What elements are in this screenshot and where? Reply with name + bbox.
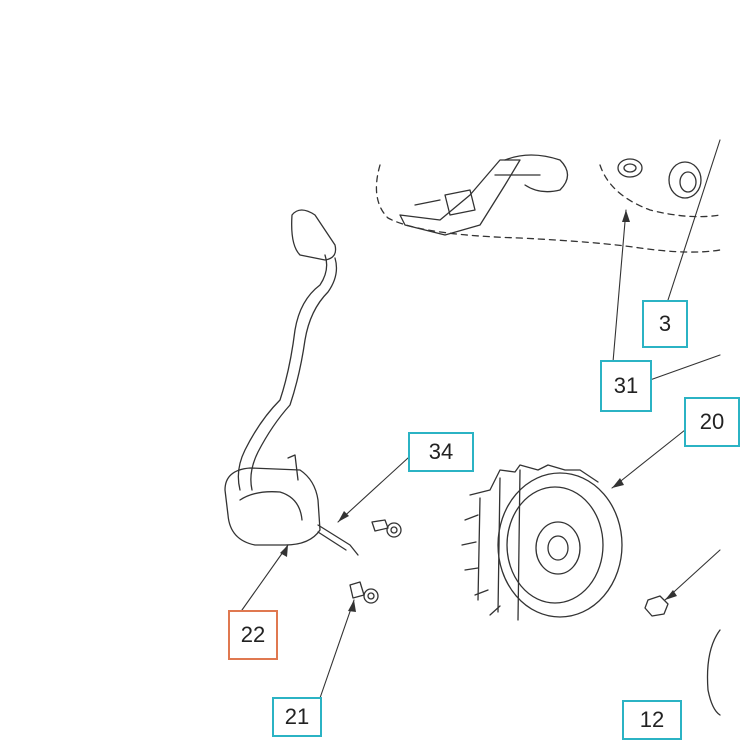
leader-lines: [241, 139, 721, 699]
callout-22[interactable]: 22: [228, 610, 278, 660]
engine-bracket: [399, 154, 569, 236]
crankcase-outline: [375, 164, 721, 253]
callout-12[interactable]: 12: [622, 700, 682, 740]
callout-3[interactable]: 3: [642, 300, 688, 348]
leader-arrowheads: [280, 210, 677, 612]
callout-20[interactable]: 20: [684, 397, 740, 447]
crank-seals: [617, 158, 702, 199]
parts-diagram: 3 31 20 34 22 21 12: [224, 139, 740, 740]
flywheel-nut: [644, 595, 669, 617]
coil-screw-upper: [371, 519, 402, 538]
exploded-view-drawing: [224, 139, 721, 716]
callout-31[interactable]: 31: [600, 360, 652, 412]
coil-screw-lower: [349, 581, 379, 604]
bottom-right-part: [706, 629, 721, 716]
ignition-coil: [224, 209, 359, 556]
callout-34[interactable]: 34: [408, 432, 474, 472]
callout-21[interactable]: 21: [272, 697, 322, 737]
flywheel: [461, 464, 623, 621]
